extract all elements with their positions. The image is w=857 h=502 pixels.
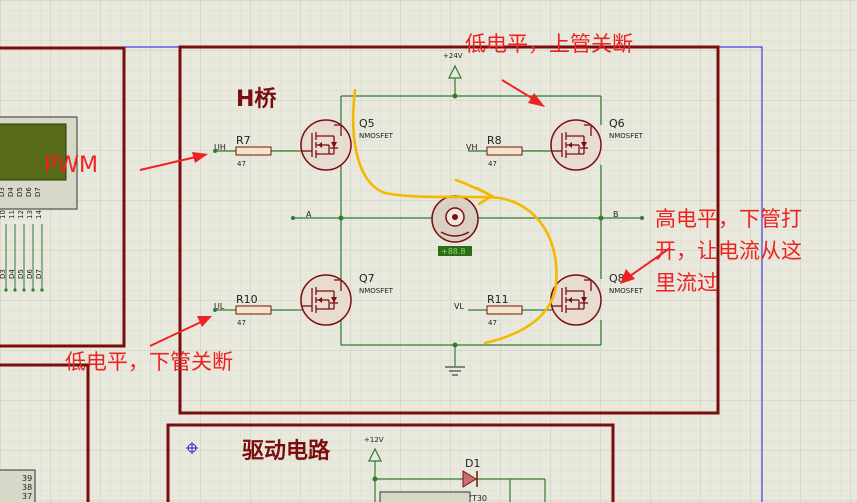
lcd-pin-top-4: D7 bbox=[34, 187, 42, 197]
diode-d1[interactable]: D1 BYT30 bbox=[462, 457, 487, 502]
bottom-left-frame bbox=[0, 363, 90, 502]
mosfet-ref-q8: Q8 bbox=[609, 272, 625, 285]
current-path-arrow bbox=[454, 178, 495, 206]
svg-text:R7: R7 bbox=[236, 134, 251, 147]
mosfet-type-q8: NMOSFET bbox=[609, 287, 644, 295]
junction-dots bbox=[291, 93, 644, 348]
mosfet-type-q5: NMOSFET bbox=[359, 132, 394, 140]
annotation-q7: 低电平，下管关断 bbox=[65, 350, 233, 374]
diode-ref: D1 bbox=[465, 457, 480, 470]
lcd-pin-num-0: 10 bbox=[0, 210, 7, 219]
driver-junction bbox=[372, 476, 378, 482]
lcd-pin-bottom-1: D4 bbox=[8, 269, 16, 279]
svg-text:R8: R8 bbox=[487, 134, 502, 147]
svg-text:R10: R10 bbox=[236, 293, 258, 306]
dc-motor[interactable]: +88.8 bbox=[431, 195, 479, 256]
lcd-pin-num-2: 12 bbox=[17, 210, 25, 219]
net-uh-pin bbox=[213, 149, 217, 153]
net-ul: UL bbox=[214, 302, 225, 311]
hbridge-title: H桥 bbox=[236, 86, 276, 112]
resistor-r11[interactable]: R11 47 bbox=[486, 293, 523, 327]
ground-icon[interactable] bbox=[445, 366, 465, 376]
hbridge-frame[interactable] bbox=[178, 45, 720, 415]
bottom-pin-37: 37 bbox=[22, 492, 32, 501]
lcd-pin-top-3: D6 bbox=[25, 187, 33, 197]
motor-arc bbox=[440, 231, 470, 237]
motor-readout-box bbox=[438, 246, 472, 256]
lcd-pin-top-0: D3 bbox=[0, 187, 6, 197]
ic-u2-body[interactable] bbox=[379, 491, 471, 502]
annotation-q6: 低电平，上管关断 bbox=[465, 32, 633, 56]
motor-readout: +88.8 bbox=[441, 247, 466, 256]
net-vh: VH bbox=[466, 143, 478, 152]
bottom-left-block[interactable]: 39 38 37 bbox=[0, 363, 90, 502]
lcd-pin-bottom-2: D5 bbox=[17, 269, 25, 279]
current-path-upper bbox=[351, 88, 558, 345]
bottom-pin-38: 38 bbox=[22, 483, 32, 492]
net-vl: VL bbox=[454, 302, 464, 311]
svg-text:47: 47 bbox=[237, 160, 246, 168]
lcd-pin-bottom-0: D3 bbox=[0, 269, 7, 279]
lcd-pin-num-3: 13 bbox=[26, 210, 34, 219]
lcd-pin-top-2: D5 bbox=[16, 187, 24, 197]
mosfet-ref-q6: Q6 bbox=[609, 117, 625, 130]
lcd-pin-num-1: 11 bbox=[8, 210, 16, 219]
bottom-left-chip bbox=[0, 469, 36, 502]
lcd-pin-wires bbox=[4, 224, 44, 292]
mosfet-ref-q5: Q5 bbox=[359, 117, 375, 130]
svg-text:47: 47 bbox=[488, 319, 497, 327]
annotation-q8-3: 里流过 bbox=[655, 271, 718, 295]
power-arrow-icon bbox=[448, 64, 462, 79]
driver-frame[interactable] bbox=[166, 423, 615, 502]
lcd-pin-bottom-3: D6 bbox=[26, 269, 34, 279]
node-a-label: A bbox=[306, 210, 312, 219]
svg-text:47: 47 bbox=[488, 160, 497, 168]
lcd-pin-top-1: D4 bbox=[7, 187, 15, 197]
annotation-q8-2: 开，让电流从这 bbox=[655, 239, 802, 263]
annotation-pwm: PWM bbox=[44, 153, 98, 178]
driver-title: 驱动电路 bbox=[242, 438, 331, 464]
left-block-frame bbox=[0, 46, 126, 348]
net-ul-pin bbox=[213, 308, 217, 312]
power-12v-label: +12V bbox=[364, 436, 384, 444]
lcd-screen bbox=[0, 123, 67, 181]
svg-text:R11: R11 bbox=[487, 293, 509, 306]
resistor-r7[interactable]: R7 47 bbox=[235, 134, 272, 168]
lcd-pin-num-4: 14 bbox=[35, 210, 43, 219]
lcd-pin-bottom-4: D7 bbox=[35, 269, 43, 279]
hbridge-wires bbox=[215, 78, 642, 366]
annotation-q8-1: 高电平，下管打 bbox=[655, 207, 802, 231]
node-b-label: B bbox=[613, 210, 619, 219]
motor-shaft bbox=[452, 214, 458, 220]
annotation-arrows bbox=[139, 79, 671, 347]
mosfet-type-q6: NMOSFET bbox=[609, 132, 644, 140]
mosfet-ref-q7: Q7 bbox=[359, 272, 375, 285]
diode-icon bbox=[462, 470, 477, 488]
origin-marker-icon bbox=[186, 442, 198, 454]
net-uh: UH bbox=[214, 143, 226, 152]
power-24v-terminal[interactable]: +24V bbox=[443, 52, 463, 79]
power-24v-label: +24V bbox=[443, 52, 463, 60]
resistor-r8[interactable]: R8 47 bbox=[486, 134, 523, 168]
svg-text:47: 47 bbox=[237, 319, 246, 327]
driver-wires bbox=[375, 478, 546, 502]
bottom-pin-39: 39 bbox=[22, 474, 32, 483]
mosfet-type-q7: NMOSFET bbox=[359, 287, 394, 295]
diode-part: BYT30 bbox=[462, 494, 487, 502]
resistor-r10[interactable]: R10 47 bbox=[235, 293, 272, 327]
